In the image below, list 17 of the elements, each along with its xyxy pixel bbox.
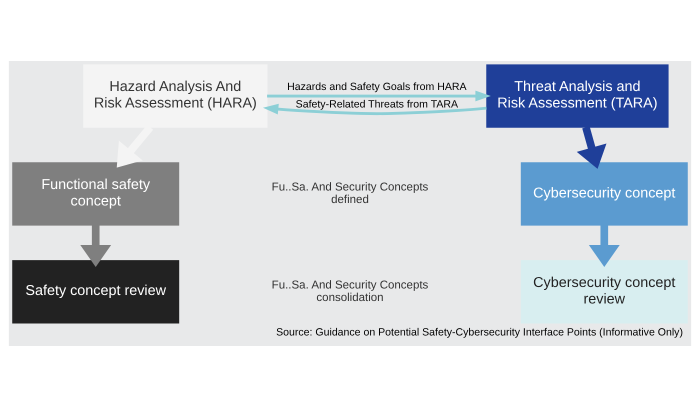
- edge-label: Hazards and Safety Goals from HARA: [287, 81, 467, 94]
- arrow: [262, 104, 487, 116]
- arrow: [576, 126, 606, 169]
- node-box: Safety concept review: [12, 260, 180, 324]
- label: Fu..Sa. And Security Concepts defined: [272, 182, 428, 206]
- node-box: Functional safety concept: [12, 162, 180, 226]
- arrow: [267, 90, 491, 102]
- node-box: Threat Analysis and Risk Assessment (TARA): [486, 64, 669, 128]
- node-box: Cybersecurity concept: [520, 162, 688, 226]
- arrow: [588, 225, 620, 268]
- node-box: Cybersecurity concept review: [520, 260, 688, 324]
- arrow: [116, 124, 154, 168]
- edge-label: Safety-Related Threats from TARA: [296, 98, 458, 110]
- label: Fu..Sa. And Security Concepts consolidation: [272, 280, 428, 304]
- caption: Source: Guidance on Potential Safety-Cybersecurity Interface Points (Informative Only): [276, 326, 683, 338]
- node-box: Hazard Analysis And Risk Assessment (HARA): [83, 64, 268, 128]
- arrow: [80, 225, 112, 268]
